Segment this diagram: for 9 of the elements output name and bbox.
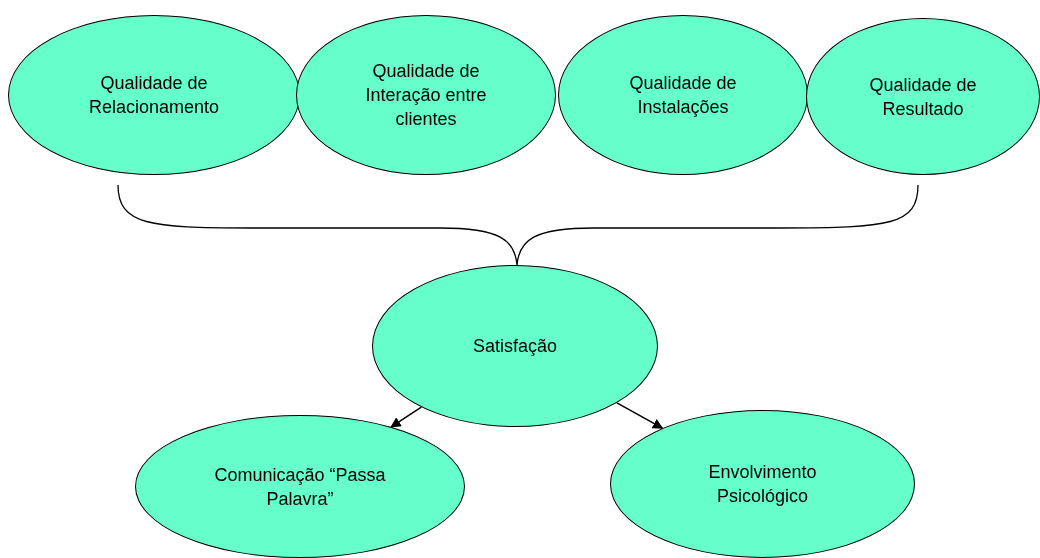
arrow <box>390 406 423 428</box>
node-label: Comunicação “Passa Palavra” <box>213 463 387 511</box>
node-label: Qualidade de Resultado <box>868 73 978 121</box>
arrow <box>616 402 664 429</box>
node-label: Satisfação <box>472 335 558 358</box>
node-label: Qualidade de Interação entre clientes <box>364 60 488 131</box>
node-label: Qualidade de Instalações <box>628 72 738 119</box>
node-label: Envolvimento Psicológico <box>707 461 818 508</box>
node-label: Qualidade de Relacionamento <box>87 72 221 119</box>
